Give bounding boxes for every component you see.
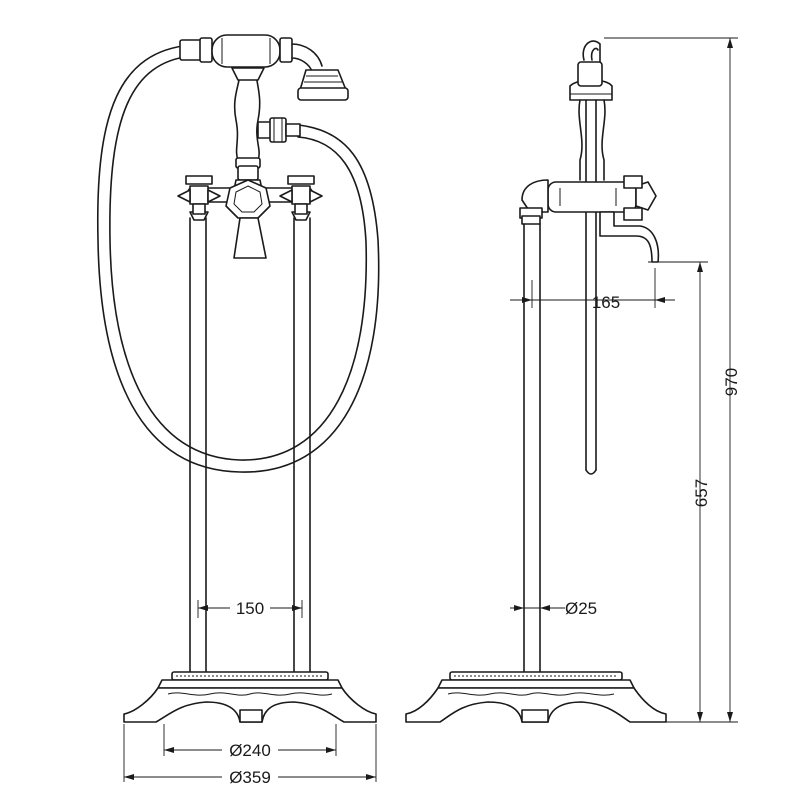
dim-base-diameter: Ø359	[123, 724, 377, 787]
dim-pipe-diameter: Ø25	[510, 599, 597, 618]
dim-leg-spacing: 150	[197, 597, 303, 618]
dim-pipe-diameter-label: Ø25	[565, 599, 597, 618]
diverter-knob	[225, 165, 271, 219]
spout-front	[233, 217, 267, 259]
base-front	[123, 671, 377, 723]
neck-side	[578, 99, 606, 181]
dim-spout-reach: 165	[510, 268, 675, 312]
cross-handle-right	[279, 175, 323, 221]
cross-handle-left	[177, 175, 221, 221]
dim-spout-height-label: 657	[692, 479, 711, 507]
mixer-body-side	[519, 175, 657, 225]
hanging-hose-side	[585, 99, 597, 475]
dim-spout-reach-label: 165	[592, 293, 620, 312]
base-side	[405, 671, 667, 723]
handset-cradle	[231, 67, 265, 169]
pipe-legs	[189, 217, 311, 673]
hand-shower	[179, 34, 349, 101]
dim-spout-height: 657	[662, 261, 711, 722]
handset-hook-side	[569, 40, 613, 101]
dim-total-height: 970	[604, 37, 741, 723]
dim-foot-diameter: Ø240	[163, 724, 337, 760]
dim-base-diameter-label: Ø359	[229, 768, 271, 787]
side-view	[405, 40, 667, 723]
dim-leg-spacing-label: 150	[236, 599, 264, 618]
shower-hose	[96, 44, 380, 473]
front-view	[96, 34, 380, 723]
dim-foot-diameter-label: Ø240	[229, 741, 271, 760]
dim-total-height-label: 970	[722, 368, 741, 396]
dimension-lines: 165 970 657 150	[123, 37, 741, 787]
hose-outlet	[257, 117, 301, 143]
